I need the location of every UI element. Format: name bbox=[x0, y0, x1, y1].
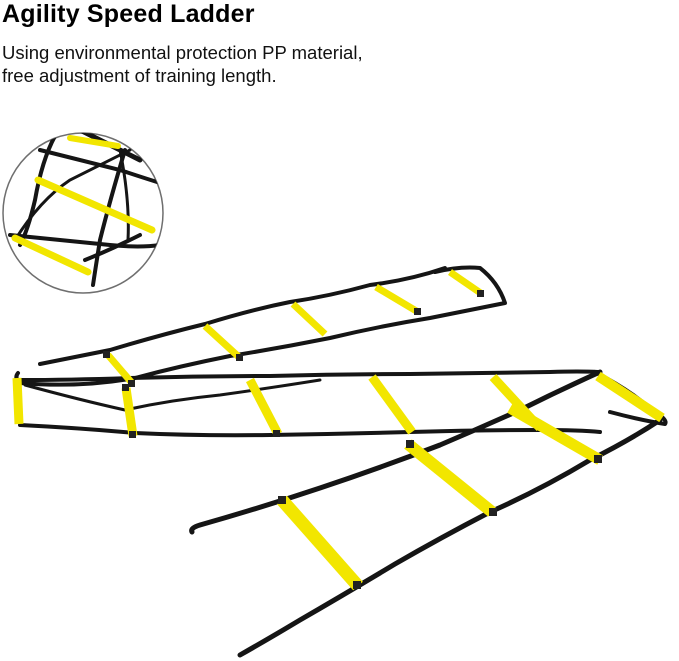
ladder-rung bbox=[202, 323, 243, 361]
ladder-rung bbox=[105, 352, 135, 386]
product-description: Using environmental protection PP materi… bbox=[2, 41, 363, 87]
ladder-rung bbox=[595, 371, 665, 423]
zoom-detail-circle bbox=[2, 132, 164, 294]
ladder-rung bbox=[374, 283, 420, 316]
description-line: free adjustment of training length. bbox=[2, 65, 277, 86]
ladder-rung bbox=[67, 135, 121, 149]
ladder-rung bbox=[368, 374, 416, 435]
ladder-rung bbox=[246, 377, 282, 437]
ladder-rung bbox=[12, 377, 24, 425]
ladder-rung bbox=[121, 387, 138, 437]
ladder-rung bbox=[11, 234, 92, 276]
ladder-rung bbox=[277, 495, 363, 591]
ladder-rung bbox=[448, 269, 484, 297]
ladder-buckles bbox=[103, 290, 602, 589]
ladder-rungs bbox=[12, 269, 665, 591]
ladder-rung bbox=[507, 403, 603, 465]
description-line: Using environmental protection PP materi… bbox=[2, 42, 363, 63]
ladder-rung bbox=[404, 439, 496, 517]
ladder-straps bbox=[14, 265, 668, 658]
ladder-rung bbox=[290, 301, 328, 337]
ladder-rung bbox=[34, 176, 156, 234]
product-title: Agility Speed Ladder bbox=[2, 0, 255, 28]
